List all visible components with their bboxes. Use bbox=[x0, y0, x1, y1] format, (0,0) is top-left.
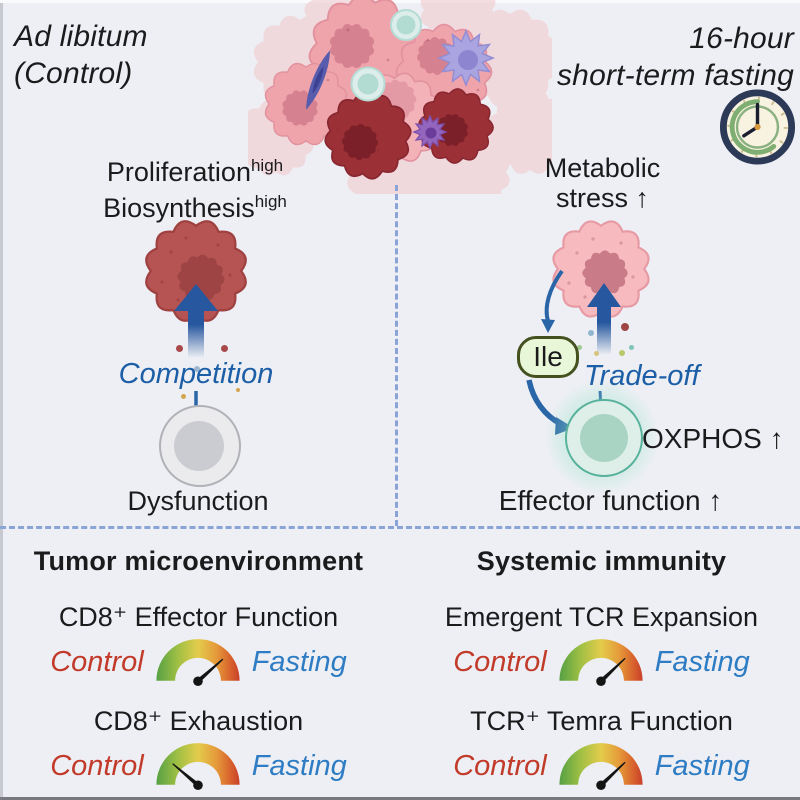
gauge-title-temra-function: TCR⁺ Temra Function bbox=[470, 706, 733, 736]
fasting-clock-icon bbox=[719, 89, 796, 165]
condition-control-line2: (Control) bbox=[14, 57, 133, 90]
panel-heading: Tumor microenvironment bbox=[33, 546, 364, 576]
tumor-cell-proliferating-icon bbox=[145, 220, 247, 322]
particle-dot bbox=[594, 351, 599, 356]
condition-fasting-line2: short-term fasting bbox=[556, 59, 794, 92]
t-cell-nucleus bbox=[580, 414, 628, 462]
control-label: Control bbox=[453, 749, 547, 782]
metabolic-line1: Metabolic bbox=[544, 153, 661, 183]
gauge-tcr-temra-function: Control Fasting bbox=[403, 740, 800, 792]
gauge-title-tcr-expansion: Emergent TCR Expansion bbox=[444, 602, 759, 632]
control-label: Control bbox=[453, 645, 547, 678]
state-biosynthesis: Biosynthesis bbox=[103, 193, 255, 223]
gauge-title-cd8-effector: CD8⁺ Effector Function bbox=[58, 602, 339, 632]
particle-dot bbox=[236, 388, 240, 392]
dendritic-cell-icon bbox=[413, 30, 494, 149]
t-cell-oxphos-icon bbox=[565, 399, 643, 477]
ile-release-curved-arrow-icon bbox=[541, 269, 564, 333]
tradeoff-arrow-up-icon bbox=[587, 283, 621, 355]
condition-fasting-label: 16-hour short-term fasting bbox=[557, 20, 794, 94]
t-cell-dysfunctional-icon bbox=[159, 405, 241, 487]
ile-label: Ile bbox=[533, 341, 563, 372]
cell-speckles bbox=[326, 28, 480, 154]
gauge-needle bbox=[598, 657, 626, 684]
particle-dot bbox=[629, 345, 634, 350]
competition-arrow-up-icon bbox=[174, 284, 218, 358]
gauge-cd8-exhaustion: Control Fasting bbox=[0, 740, 397, 792]
gauge-needle bbox=[171, 763, 200, 788]
particle-dot bbox=[176, 345, 183, 352]
vertical-divider bbox=[395, 185, 398, 526]
control-label: Control bbox=[50, 645, 144, 678]
competition-label: Competition bbox=[118, 358, 274, 390]
tumor-microenvironment-panel: Tumor microenvironment CD8⁺ Effector Fun… bbox=[0, 540, 397, 800]
fibroblast-cell-icon bbox=[306, 50, 330, 110]
particle-dot bbox=[588, 330, 594, 336]
gauge-needle bbox=[195, 658, 223, 684]
fasting-label: Fasting bbox=[251, 645, 347, 678]
speedometer-gauge-icon bbox=[559, 743, 643, 791]
tumor-mass-illustration bbox=[248, 0, 552, 194]
particle-dot bbox=[577, 345, 582, 350]
condition-control-line1: Ad libitum bbox=[14, 20, 148, 53]
gauge-title-cd8-exhaustion: CD8⁺ Exhaustion bbox=[93, 706, 304, 736]
condition-fasting-line1: 16-hour bbox=[689, 22, 794, 55]
oxphos-label: OXPHOS ↑ bbox=[642, 423, 784, 454]
lymphocyte-cell-icon bbox=[350, 9, 422, 102]
state-proliferation-sup: high bbox=[250, 156, 284, 175]
particle-dot bbox=[619, 350, 625, 356]
tumor-state-label: Proliferationhigh Biosynthesishigh bbox=[85, 151, 305, 223]
fasting-label: Fasting bbox=[654, 749, 750, 782]
particle-dot bbox=[181, 394, 186, 399]
particle-dot bbox=[621, 323, 629, 331]
control-label: Control bbox=[50, 749, 144, 782]
gauge-emergent-tcr-expansion: Control Fasting bbox=[403, 636, 800, 688]
fasting-label: Fasting bbox=[251, 749, 347, 782]
effector-function-label: Effector function ↑ bbox=[498, 485, 723, 516]
horizontal-divider bbox=[0, 526, 800, 529]
metabolic-stress-label: Metabolic stress ↑ bbox=[505, 153, 700, 213]
fasting-label: Fasting bbox=[654, 645, 750, 678]
speedometer-gauge-icon bbox=[156, 639, 240, 687]
particle-dot bbox=[194, 366, 200, 372]
speedometer-gauge-icon bbox=[156, 743, 240, 791]
speedometer-gauge-icon bbox=[559, 639, 643, 687]
particle-dot bbox=[221, 345, 228, 352]
ile-metabolite-pill: Ile bbox=[517, 336, 579, 378]
panel-heading: Systemic immunity bbox=[476, 546, 727, 576]
systemic-immunity-panel: Systemic immunity Emergent TCR Expansion… bbox=[403, 540, 800, 800]
dysfunction-label: Dysfunction bbox=[127, 486, 269, 516]
gauge-needle bbox=[598, 761, 626, 788]
state-biosynthesis-sup: high bbox=[254, 192, 287, 211]
condition-control-label: Ad libitum (Control) bbox=[14, 18, 148, 92]
gauge-cd8-effector-function: Control Fasting bbox=[0, 636, 397, 688]
tumor-cell-stressed-icon bbox=[552, 220, 650, 318]
metabolic-line2: stress ↑ bbox=[555, 183, 649, 213]
t-cell-nucleus bbox=[174, 421, 224, 471]
state-proliferation: Proliferation bbox=[106, 157, 251, 187]
